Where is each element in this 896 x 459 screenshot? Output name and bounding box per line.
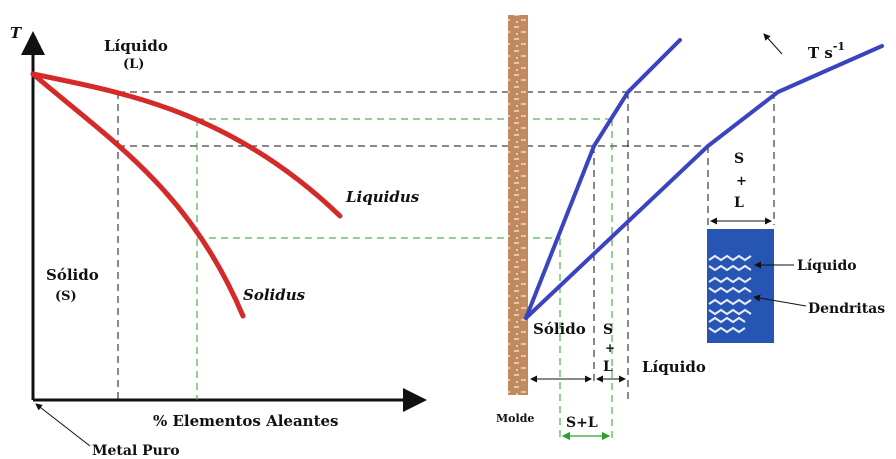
solid-zone-label: Sólido <box>533 320 586 338</box>
detail-s-label: S <box>734 151 744 167</box>
fast-cooling-front <box>524 38 682 320</box>
solid-symbol-label: (S) <box>55 289 77 304</box>
cooling-rate-arrow <box>763 33 783 55</box>
cooling-rate-label: T s-1 <box>808 40 845 62</box>
solid-region-label: Sólido <box>46 266 99 284</box>
mushy-l-label: L <box>603 359 613 375</box>
dendrite-box <box>707 229 774 343</box>
liquid-zone-label: Líquido <box>642 358 706 376</box>
pure-metal-label: Metal Puro <box>92 443 180 459</box>
detail-dendrites-pointer <box>753 294 807 307</box>
liquidus-curve <box>30 71 343 219</box>
detail-plus-label: + <box>736 174 747 189</box>
detail-liquid-label: Líquido <box>797 258 857 274</box>
slow-cooling-front <box>524 44 884 320</box>
mold-wall <box>508 15 528 395</box>
pure-metal-pointer <box>35 403 91 447</box>
liquidus-label: Liquidus <box>345 188 420 206</box>
detail-dendrites-label: Dendritas <box>808 301 885 317</box>
liquid-symbol-label: (L) <box>123 57 144 72</box>
mold-label: Molde <box>496 412 534 425</box>
solidus-curve <box>30 71 246 319</box>
mushy-plus-label: + <box>605 341 615 355</box>
mushy-s-label: S <box>603 322 613 338</box>
mushy-width-label: S+L <box>566 415 598 431</box>
detail-l-label: L <box>734 195 744 211</box>
solidus-label: Solidus <box>243 286 306 304</box>
liquid-region-label: Líquido <box>104 37 168 55</box>
dendrite-arms <box>708 254 752 334</box>
axis-x-label: % Elementos Aleantes <box>153 412 339 430</box>
axis-y-label: T <box>10 24 23 42</box>
